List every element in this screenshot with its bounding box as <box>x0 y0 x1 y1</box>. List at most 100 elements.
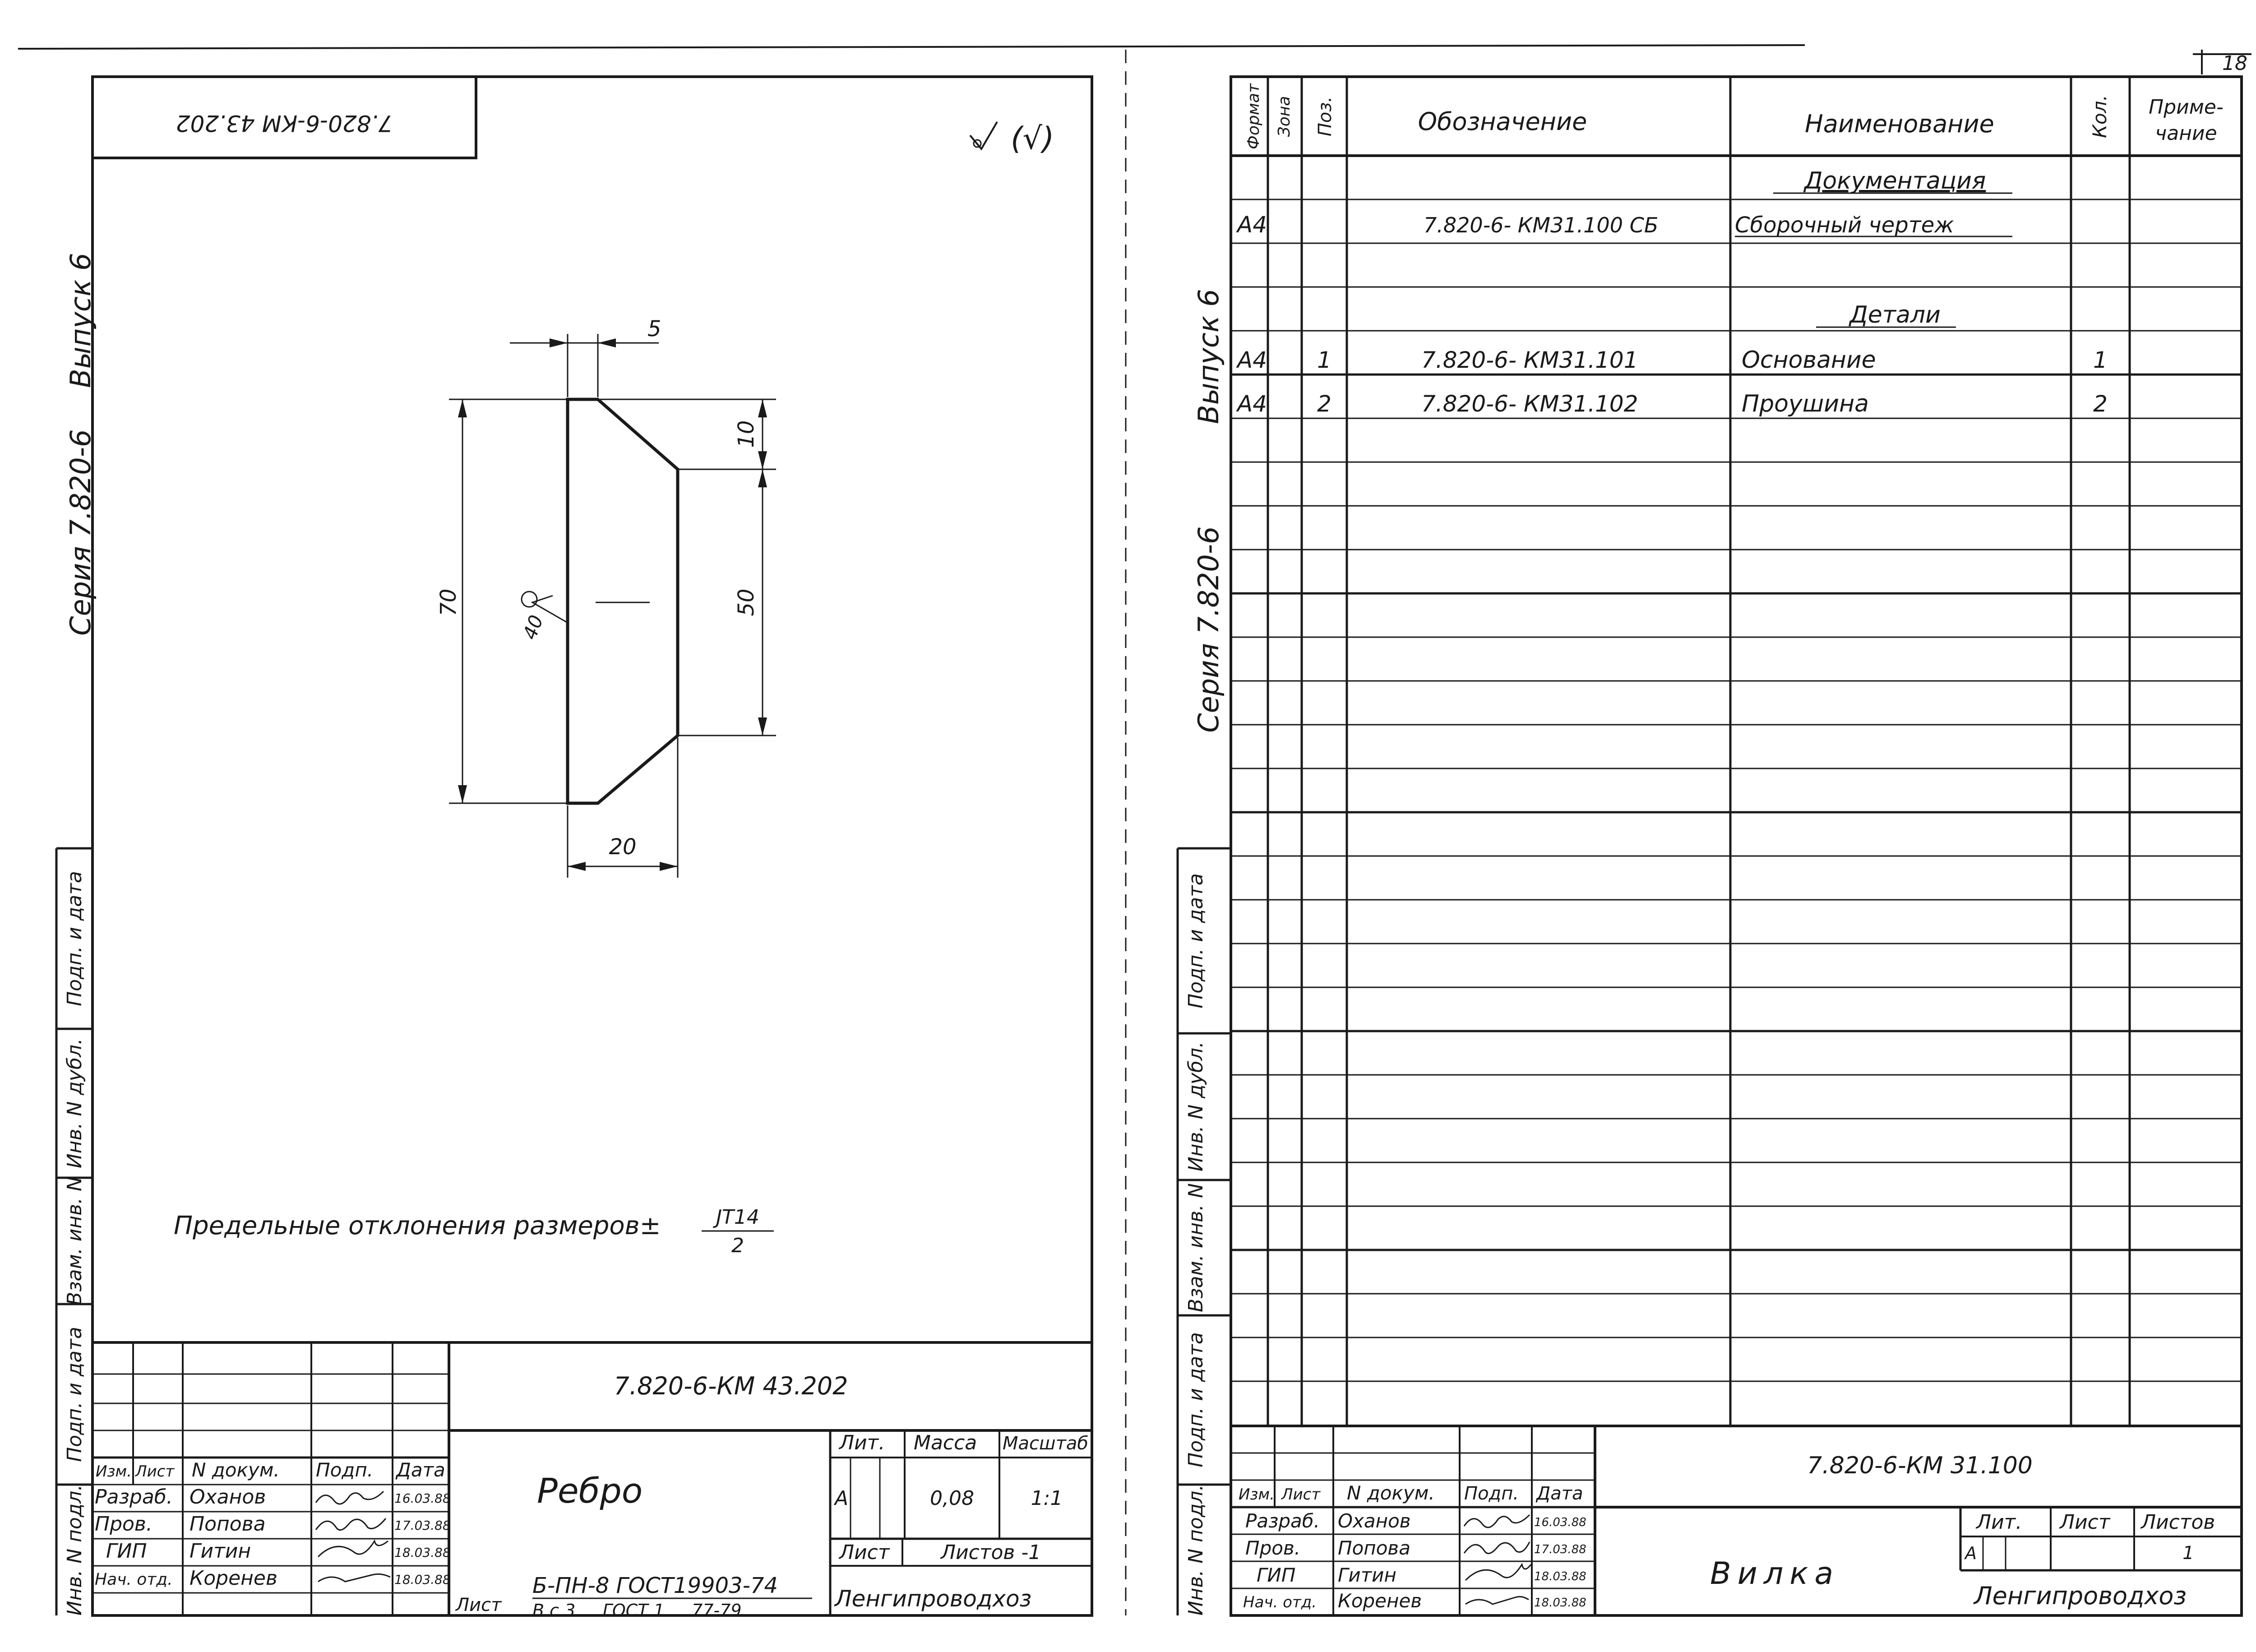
left-name-1: Оханов <box>190 1485 266 1509</box>
left-side-issue: Выпуск 6 <box>64 253 97 388</box>
col-zone: Зона <box>1275 96 1294 137</box>
left-scale-value: 1:1 <box>1031 1487 1063 1510</box>
left-hdr-date: Дата <box>395 1459 445 1481</box>
left-date-3: 18.03.88 <box>394 1545 451 1560</box>
left-side-series: Серия 7.820-6 <box>64 429 97 635</box>
row-2-name: Основание <box>1742 347 1876 374</box>
right-sheets-value: 1 <box>2182 1543 2194 1564</box>
left-hdr-sign: Подп. <box>316 1459 373 1481</box>
right-sheet: Серия 7.820-6 Выпуск 6 Подп. и дата Инв.… <box>1176 75 2243 1617</box>
rib-part-drawing: 5 10 50 70 20 40 <box>436 316 776 878</box>
left-mass-label: Масса <box>914 1431 977 1454</box>
right-margin-strip: Подп. и дата Инв. N дубл. Взам. инв. N П… <box>1176 847 1231 1616</box>
left-org: Ленгипроводхоз <box>834 1586 1031 1612</box>
col-note-2: чание <box>2155 122 2217 145</box>
left-name-4: Коренев <box>190 1567 277 1590</box>
left-date-1: 16.03.88 <box>394 1491 451 1506</box>
roughness-symbol: (√) <box>969 121 1054 157</box>
dim-bottom: 20 <box>609 834 636 860</box>
right-name-3: Гитин <box>1338 1564 1396 1586</box>
section-parts: Детали <box>1849 301 1941 329</box>
left-margin-label-1: Подп. и дата <box>63 871 86 1006</box>
right-title-block: Изм. Лист N докум. Подп. Дата Разраб. Ох… <box>1230 1425 2243 1617</box>
left-date-4: 18.03.88 <box>394 1572 451 1587</box>
col-note-1: Приме- <box>2149 96 2224 119</box>
col-qty: Кол. <box>2089 95 2111 138</box>
roughness-bracket: (√) <box>1011 121 1054 157</box>
spec-columns <box>1267 77 2131 1426</box>
col-designation: Обозначение <box>1418 107 1587 136</box>
left-name-3: Гитин <box>190 1540 251 1563</box>
left-sheet-frame <box>91 75 1093 1617</box>
right-sheets-label: Листов <box>2140 1511 2215 1534</box>
spec-table-frame <box>1230 75 2243 1427</box>
col-pos: Поз. <box>1315 97 1336 137</box>
left-sheets-label: Листов -1 <box>940 1541 1041 1564</box>
right-date-3: 18.03.88 <box>1534 1570 1586 1583</box>
left-scale-label: Масштаб <box>1003 1433 1088 1454</box>
left-signatures <box>315 1490 391 1583</box>
col-format: Формат <box>1244 83 1263 149</box>
right-part-name: Вилка <box>1710 1556 1840 1592</box>
left-name-2: Попова <box>190 1513 266 1536</box>
left-mass-value: 0,08 <box>930 1487 974 1510</box>
left-stamp-box <box>91 75 477 159</box>
row-3-pos: 2 <box>1317 391 1331 417</box>
left-hdr-list: Лист <box>134 1462 175 1481</box>
left-material-line1: Б-ПН-8 ГОСТ19903-74 <box>532 1573 778 1598</box>
col-name: Наименование <box>1805 110 1994 138</box>
right-name-4: Коренев <box>1338 1590 1422 1612</box>
row-2-pos: 1 <box>1317 347 1331 373</box>
page-number: 18 <box>2222 52 2247 75</box>
left-material-line2: В.с.3 ... ГОСТ 1 ... 77-79 <box>532 1601 742 1620</box>
top-edge-line <box>18 44 1805 50</box>
spec-row-lines <box>1231 199 2242 1382</box>
row-1-format: А4 <box>1236 212 1267 238</box>
left-title-code: 7.820-6-КМ 43.202 <box>614 1372 848 1400</box>
left-sheet-label: Лист <box>838 1541 890 1564</box>
tolerance-text: Предельные отклонения размеров± <box>174 1211 661 1240</box>
right-side-issue: Выпуск 6 <box>1192 289 1225 424</box>
row-2-qty: 1 <box>2093 347 2108 373</box>
left-stamp-code: 7.820-6-КМ 43.202 <box>176 110 393 136</box>
right-date-1: 16.03.88 <box>1534 1516 1586 1529</box>
row-2-format: А4 <box>1236 347 1267 373</box>
left-hdr-doc: N докум. <box>192 1459 280 1481</box>
right-role-1: Разраб. <box>1245 1510 1320 1532</box>
row-3-code: 7.820-6- КМ31.102 <box>1421 391 1638 417</box>
right-side-series: Серия 7.820-6 <box>1192 526 1225 732</box>
left-margin-label-4: Подп. и дата <box>63 1327 86 1462</box>
left-margin-label-5: Инв. N подл. <box>63 1485 86 1616</box>
right-margin-label-5: Инв. N подл. <box>1184 1485 1207 1616</box>
tolerance-note: Предельные отклонения размеров± JT14 2 <box>174 1206 774 1257</box>
left-lit-label: Лит. <box>838 1431 885 1454</box>
right-hdr-doc: N докум. <box>1347 1482 1435 1504</box>
left-role-3: ГИП <box>106 1540 147 1563</box>
left-margin-label-3: Взам. инв. N <box>63 1176 86 1305</box>
row-2-code: 7.820-6- КМ31.101 <box>1421 347 1638 373</box>
right-hdr-date: Дата <box>1535 1483 1583 1504</box>
right-margin-label-3: Взам. инв. N <box>1184 1183 1207 1312</box>
section-documentation: Документация <box>1803 167 1986 194</box>
row-3-format: А4 <box>1236 391 1267 417</box>
left-title-block: Изм. Лист N докум. Подп. Дата Разраб. Ох… <box>92 1341 1092 1620</box>
right-name-2: Попова <box>1338 1537 1410 1559</box>
row-3-qty: 2 <box>2093 391 2108 417</box>
right-lit-value: А <box>1964 1543 1977 1563</box>
right-role-2: Пров. <box>1245 1537 1300 1559</box>
right-hdr-list: Лист <box>1281 1485 1321 1504</box>
left-lit-value: А <box>833 1487 848 1510</box>
right-org: Ленгипроводхоз <box>1973 1582 2187 1610</box>
left-date-2: 17.03.88 <box>394 1518 451 1533</box>
dim-top: 5 <box>647 316 661 342</box>
dim-radius: 40 <box>518 612 547 643</box>
row-1-code: 7.820-6- КМ31.100 СБ <box>1424 213 1658 237</box>
left-role-4: Нач. отд. <box>95 1570 173 1589</box>
left-role-1: Разраб. <box>95 1485 173 1509</box>
dim-height: 70 <box>436 588 461 616</box>
tolerance-denominator: 2 <box>731 1234 744 1257</box>
left-margin-label-2: Инв. N дубл. <box>63 1038 86 1168</box>
left-part-name: Ребро <box>537 1471 643 1511</box>
right-sheet-label: Лист <box>2059 1511 2111 1534</box>
